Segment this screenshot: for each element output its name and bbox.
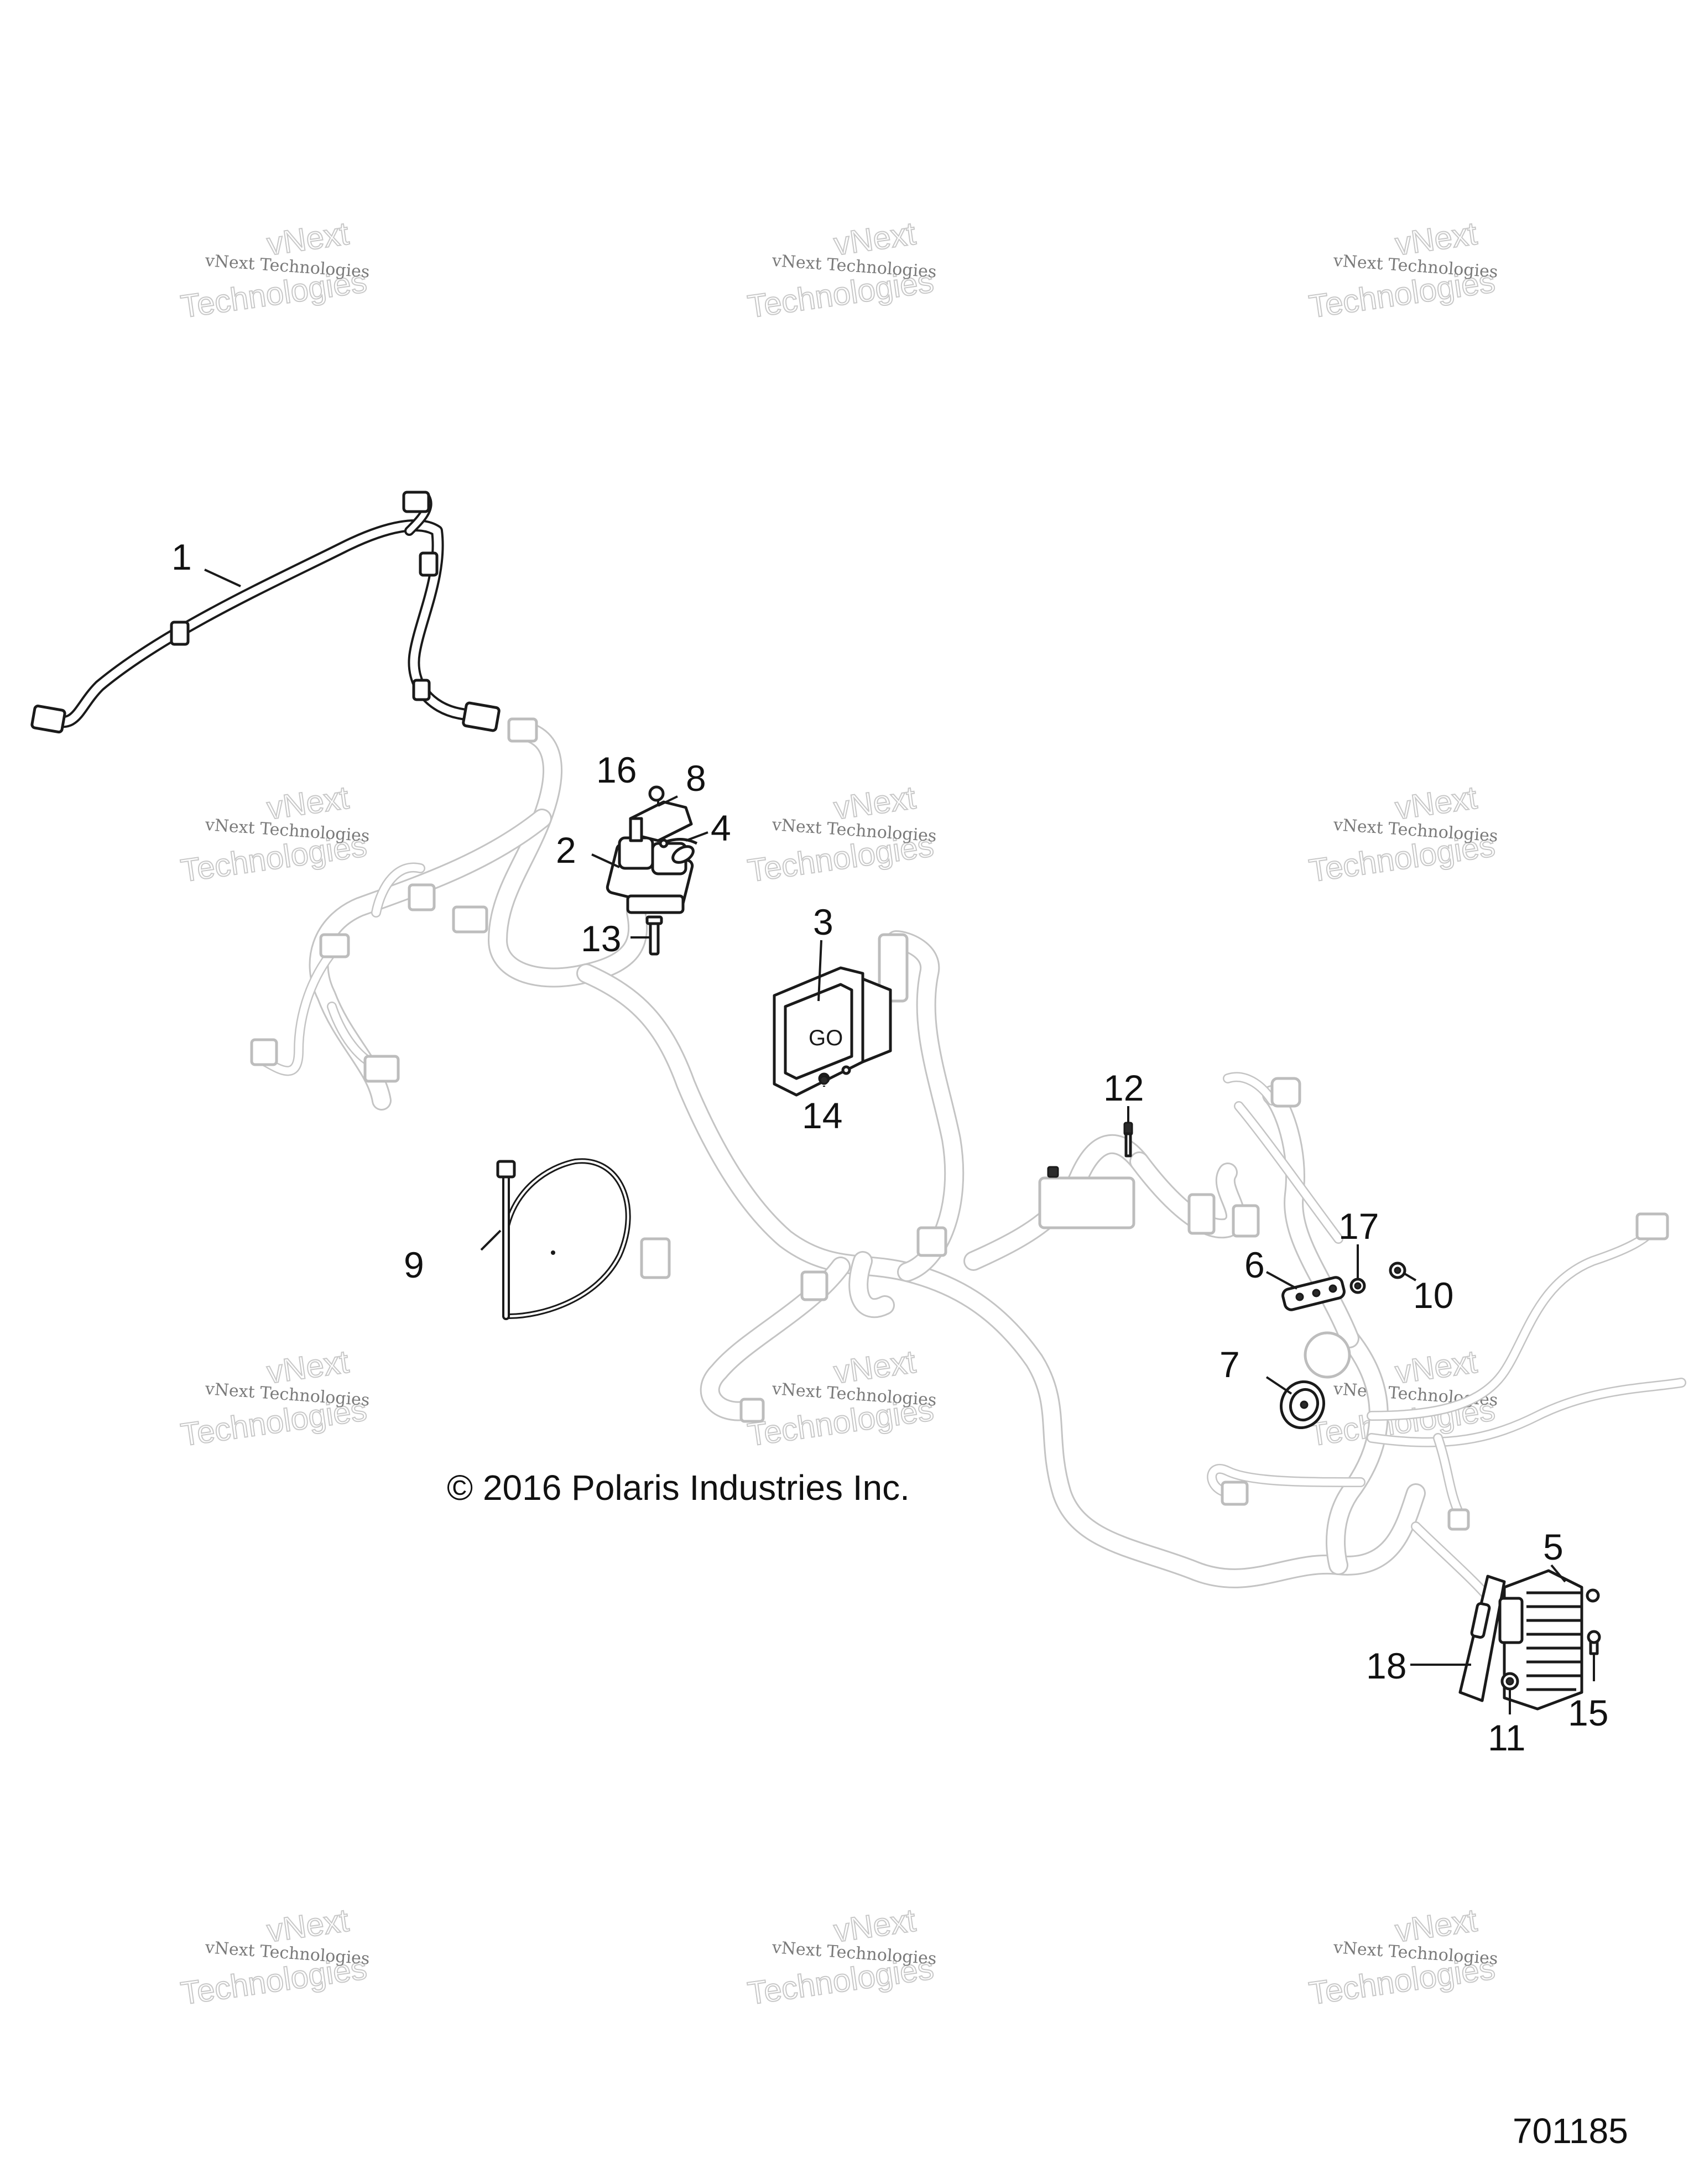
watermark-large-1: vNext [265, 780, 351, 827]
harness-connector [739, 1398, 765, 1423]
watermark-large-1: vNext [1393, 216, 1479, 263]
watermark-large-1: vNext [265, 216, 351, 263]
harness-plug [462, 701, 501, 732]
callout-1: 1 [171, 536, 192, 577]
watermark-large-1: vNext [265, 1344, 351, 1391]
part-1-front-harness [30, 491, 501, 734]
harness-connector [363, 1055, 400, 1083]
part-16-nut [648, 785, 665, 802]
watermark: Technologies vNext vNext Technologies [1306, 215, 1499, 326]
watermark: Technologies vNext vNext Technologies [178, 1343, 371, 1454]
harness-connector [1270, 1077, 1301, 1108]
part-12-bolt [1123, 1122, 1133, 1158]
part-17-fastener [1349, 1278, 1366, 1294]
watermark-large-1: vNext [832, 780, 918, 827]
harness-connector [319, 933, 350, 958]
callout-7: 7 [1219, 1344, 1240, 1385]
callout-6: 6 [1244, 1244, 1265, 1285]
callout-18: 18 [1366, 1645, 1406, 1686]
harness-connector [1187, 1193, 1216, 1235]
callout-numbers: 1 2 3 4 5 6 7 8 9 10 11 12 13 14 15 16 1… [171, 536, 1608, 1758]
harness-clip [412, 679, 431, 701]
watermark-large-1: vNext [1393, 1902, 1479, 1950]
harness-connector [1447, 1508, 1470, 1531]
part-8-bracket [629, 800, 693, 842]
watermark: Technologies vNext vNext Technologies [178, 779, 371, 890]
watermark: Technologies vNext vNext Technologies [745, 1902, 937, 2013]
watermark-large-1: vNext [832, 216, 918, 263]
callout-13: 13 [581, 918, 621, 959]
callout-9: 9 [404, 1244, 424, 1285]
watermark: Technologies vNext vNext Technologies [178, 215, 371, 326]
callout-16: 16 [596, 749, 637, 790]
harness-connector [452, 905, 488, 934]
part-6-bracket [1281, 1276, 1346, 1311]
part-4-sensor [659, 838, 698, 864]
harness-connector [640, 1237, 671, 1279]
callout-15: 15 [1568, 1692, 1608, 1733]
copyright-notice: © 2016 Polaris Industries Inc. [447, 1468, 910, 1508]
harness-connector [408, 883, 436, 911]
harness-connector [1635, 1212, 1669, 1240]
watermark-large-1: vNext [265, 1902, 351, 1950]
watermark: Technologies vNext vNext Technologies [745, 1343, 937, 1454]
harness-clip [170, 621, 190, 646]
callout-11: 11 [1488, 1717, 1526, 1758]
watermark-large-1: vNext [832, 1344, 918, 1391]
callout-12: 12 [1103, 1067, 1144, 1108]
callout-17: 17 [1338, 1206, 1379, 1247]
callout-14: 14 [802, 1095, 842, 1136]
harness-connector [1221, 1481, 1249, 1506]
ecu-marking: GO [809, 1026, 843, 1050]
part-3-ecu: GO [773, 966, 892, 1097]
watermark: Technologies vNext vNext Technologies [745, 215, 937, 326]
harness-plug [30, 705, 66, 734]
part-18-mounting-bracket [1458, 1575, 1506, 1702]
harness-connector [250, 1038, 278, 1066]
harness-plug [402, 491, 430, 513]
callout-5: 5 [1543, 1526, 1564, 1567]
harness-connector [878, 933, 909, 1003]
figure-number: 701185 [1513, 2111, 1628, 2151]
leader-lines [204, 569, 1595, 1714]
harness-connector [507, 717, 538, 743]
part-10-nut [1389, 1262, 1406, 1279]
fuse-box [1038, 1176, 1135, 1229]
watermark: Technologies vNext vNext Technologies [1306, 1902, 1499, 2013]
part-15-screw [1586, 1588, 1601, 1655]
part-9-cable-tie [496, 1158, 631, 1320]
watermark-large-1: vNext [832, 1902, 918, 1950]
harness-connector [1232, 1204, 1260, 1238]
part-14-screw [819, 1075, 829, 1085]
watermark-large-1: vNext [1393, 1344, 1479, 1391]
watermark: Technologies vNext vNext Technologies [1306, 779, 1499, 890]
callout-8: 8 [686, 758, 706, 799]
harness-connector [916, 1226, 947, 1257]
fuse-box-bolt [1047, 1166, 1059, 1178]
harness-grommet-ring [1304, 1331, 1351, 1379]
watermark: Technologies vNext vNext Technologies [745, 779, 937, 890]
part-13-bolt [645, 915, 663, 956]
harness-clip [419, 551, 439, 577]
callout-3: 3 [813, 901, 833, 942]
watermark: Technologies vNext vNext Technologies [178, 1902, 371, 2013]
callout-4: 4 [711, 807, 731, 848]
harness-connector [800, 1270, 828, 1301]
watermark-large-1: vNext [1393, 780, 1479, 827]
part-5-voltage-regulator [1498, 1569, 1583, 1711]
callout-2: 2 [556, 830, 576, 871]
part-7-grommet [1280, 1380, 1325, 1430]
part-11-bolt [1500, 1672, 1519, 1691]
callout-10: 10 [1413, 1275, 1453, 1316]
